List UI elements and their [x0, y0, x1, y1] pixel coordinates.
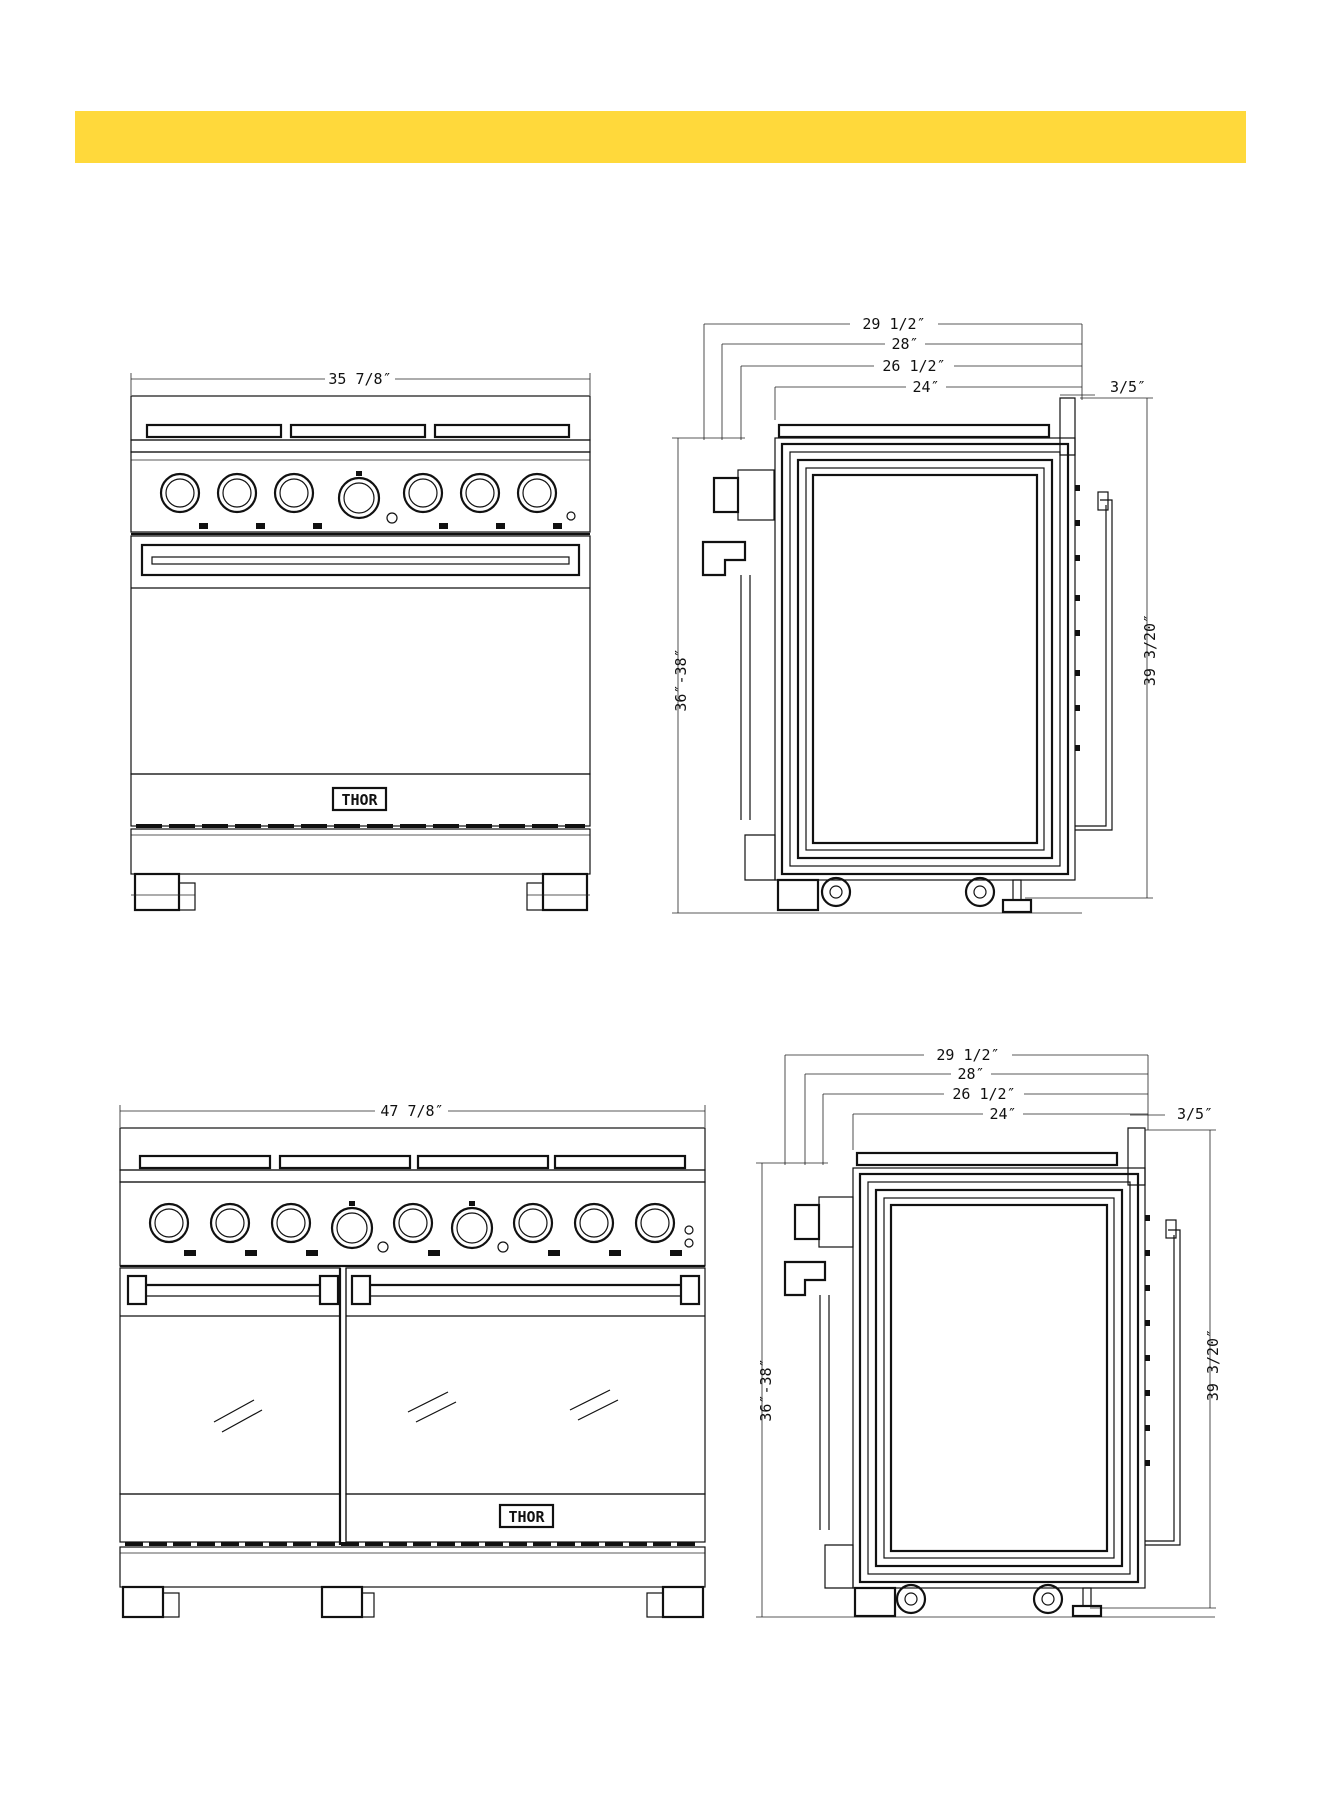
brand-label-48: THOR [508, 1508, 545, 1526]
side-view-36: 29 1/2″ 28″ 26 1/2″ 24″ 3/5″ 36″-38″ 39 … [672, 314, 1159, 913]
offset-48: 3/5″ [1177, 1105, 1213, 1123]
depth-26-36: 26 1/2″ [882, 357, 945, 375]
height-total-36: 39 3/20″ [1141, 614, 1159, 686]
knobs-36 [161, 471, 575, 529]
depth-total-36: 29 1/2″ [862, 315, 925, 333]
depth-total-48: 29 1/2″ [936, 1046, 999, 1064]
height-range-48: 36″-38″ [757, 1358, 775, 1421]
depth-28-48: 28″ [957, 1065, 984, 1083]
depth-24-36: 24″ [912, 378, 939, 396]
side-view-48: 29 1/2″ 28″ 26 1/2″ 24″ 3/5″ 36″-38″ 39 … [756, 1045, 1222, 1617]
brand-label-36: THOR [341, 791, 378, 809]
depth-28-36: 28″ [891, 335, 918, 353]
front-view-36: 35 7/8″ [131, 370, 590, 910]
height-range-36: 36″-38″ [672, 648, 690, 711]
depth-26-48: 26 1/2″ [952, 1085, 1015, 1103]
width-label-48: 47 7/8″ [380, 1102, 443, 1120]
width-label-36: 35 7/8″ [328, 370, 391, 388]
depth-24-48: 24″ [989, 1105, 1016, 1123]
offset-36: 3/5″ [1110, 378, 1146, 396]
front-view-48: 47 7/8″ [120, 1102, 705, 1617]
height-total-48: 39 3/20″ [1204, 1329, 1222, 1401]
knobs-48 [150, 1201, 693, 1256]
